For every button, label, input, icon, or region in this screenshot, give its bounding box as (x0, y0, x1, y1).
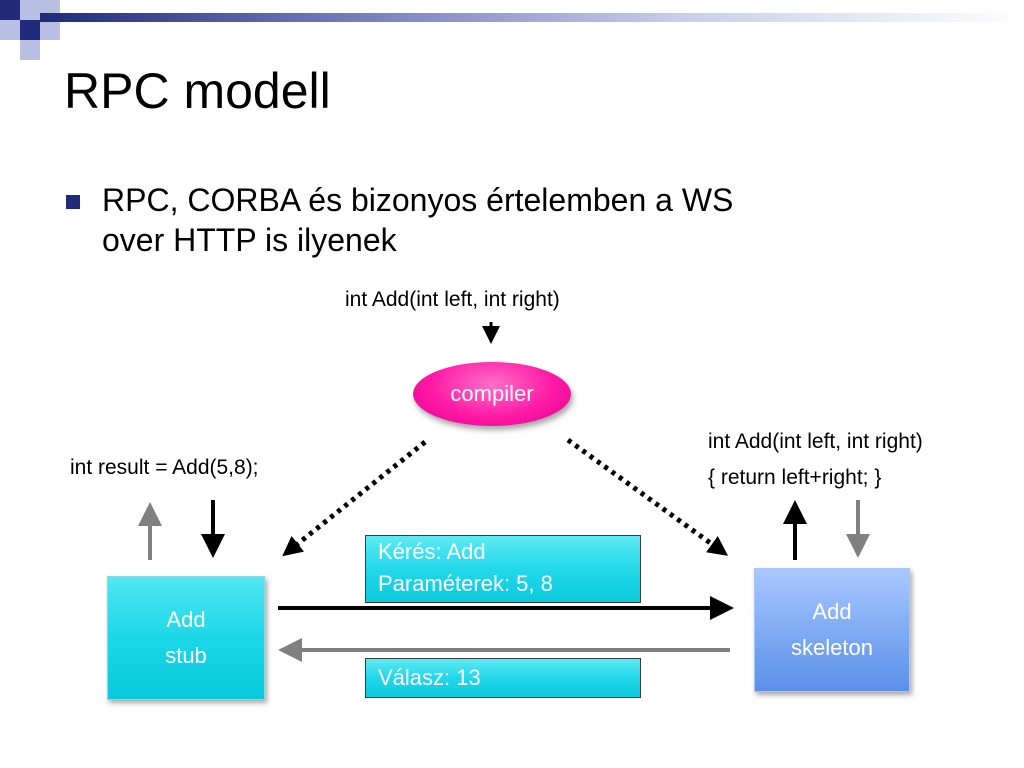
compiler-node: compiler (413, 362, 571, 426)
stub-label-line-1: Add (166, 607, 206, 632)
request-message-box: Kérés: Add Paraméterek: 5, 8 (365, 535, 641, 603)
header-gradient-bar (40, 13, 1024, 22)
skeleton-label-line-2: skeleton (791, 635, 873, 660)
request-line-2: Paraméterek: 5, 8 (378, 571, 553, 596)
server-code: int Add(int left, int right) { return le… (708, 424, 923, 496)
decor-square-light-3 (0, 20, 20, 40)
client-code: int result = Add(5,8); (70, 456, 259, 479)
response-text: Válasz: 13 (378, 665, 481, 690)
bullet-square-icon (66, 195, 80, 209)
compiler-label: compiler (450, 381, 534, 406)
decor-square-navy-1 (0, 0, 20, 20)
decor-square-navy-2 (20, 20, 40, 40)
slide-title: RPC modell (64, 63, 331, 119)
skeleton-label-line-1: Add (812, 599, 852, 624)
decor-square-light-1 (20, 0, 40, 20)
dotted-arrow-compiler-to-stub (282, 440, 427, 557)
interface-signature: int Add(int left, int right) (345, 288, 560, 311)
response-message-box: Válasz: 13 (365, 658, 641, 698)
bullet-text: RPC, CORBA és bizonyos értelemben a WS o… (102, 180, 922, 260)
server-code-line-2: { return left+right; } (708, 466, 882, 489)
stub-label-line-2: stub (165, 643, 207, 668)
decor-square-light-5 (20, 40, 40, 60)
dotted-arrow-compiler-to-skeleton (566, 437, 729, 556)
skeleton-box: Add skeleton (754, 568, 910, 692)
decor-square-light-4 (40, 22, 60, 40)
bullet-line-1: RPC, CORBA és bizonyos értelemben a WS (102, 182, 734, 218)
server-code-line-1: int Add(int left, int right) (708, 430, 923, 453)
bullet-line-2: over HTTP is ilyenek (102, 222, 397, 258)
decor-square-light-2 (40, 0, 60, 13)
stub-box: Add stub (107, 576, 265, 700)
request-line-1: Kérés: Add (378, 539, 486, 564)
